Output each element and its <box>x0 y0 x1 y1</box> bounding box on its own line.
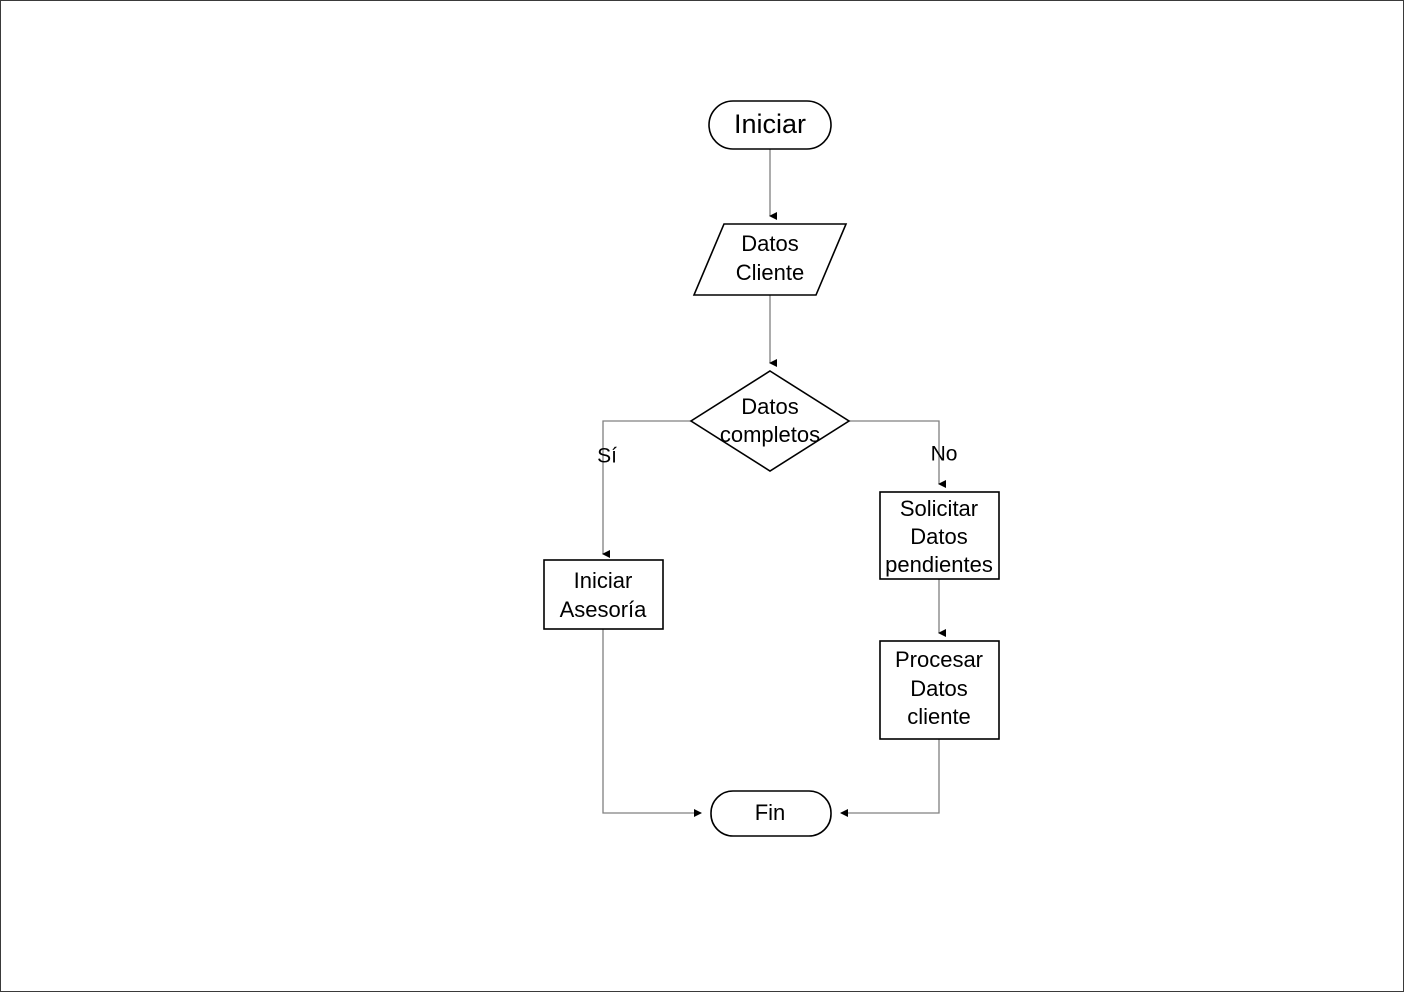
edge-label-yes: Sí <box>597 445 617 468</box>
node-input-data[interactable]: Datos Cliente <box>692 223 848 296</box>
input-data-label-line2: Cliente <box>736 260 804 285</box>
end-shape <box>710 790 832 837</box>
start-advisory-shape <box>543 559 664 630</box>
start-advisory-label-line2: Asesoría <box>560 597 648 622</box>
node-decision[interactable]: Datos completos <box>689 370 851 472</box>
request-pending-label-line3: pendientes <box>885 552 993 577</box>
connector-advisory-to-end <box>602 629 702 817</box>
request-pending-label-line2: Datos <box>910 524 967 549</box>
edge-label-no: No <box>931 443 958 466</box>
connector-process-to-end <box>840 739 940 817</box>
connector-decision-no <box>849 420 946 488</box>
node-process-client-data[interactable]: Procesar Datos cliente <box>879 640 1000 740</box>
request-pending-shape <box>879 491 1000 580</box>
node-start[interactable]: Iniciar <box>708 100 832 150</box>
decision-label-line2: completos <box>720 422 820 447</box>
input-data-shape <box>692 223 848 296</box>
process-data-label-line3: cliente <box>907 704 971 729</box>
connector-decision-yes <box>602 420 691 558</box>
process-data-shape <box>879 640 1000 740</box>
process-data-label-line2: Datos <box>910 676 967 701</box>
request-pending-label-line1: Solicitar <box>900 496 978 521</box>
start-label: Iniciar <box>734 109 806 139</box>
end-label: Fin <box>755 800 786 825</box>
start-advisory-label-line1: Iniciar <box>574 568 633 593</box>
process-data-label-line1: Procesar <box>895 647 983 672</box>
decision-shape <box>689 370 851 472</box>
start-shape <box>708 100 832 150</box>
node-start-advisory[interactable]: Iniciar Asesoría <box>543 559 664 630</box>
input-data-label-line1: Datos <box>741 231 798 256</box>
node-end[interactable]: Fin <box>710 790 832 837</box>
decision-label-line1: Datos <box>741 394 798 419</box>
node-request-pending-data[interactable]: Solicitar Datos pendientes <box>879 491 1000 580</box>
